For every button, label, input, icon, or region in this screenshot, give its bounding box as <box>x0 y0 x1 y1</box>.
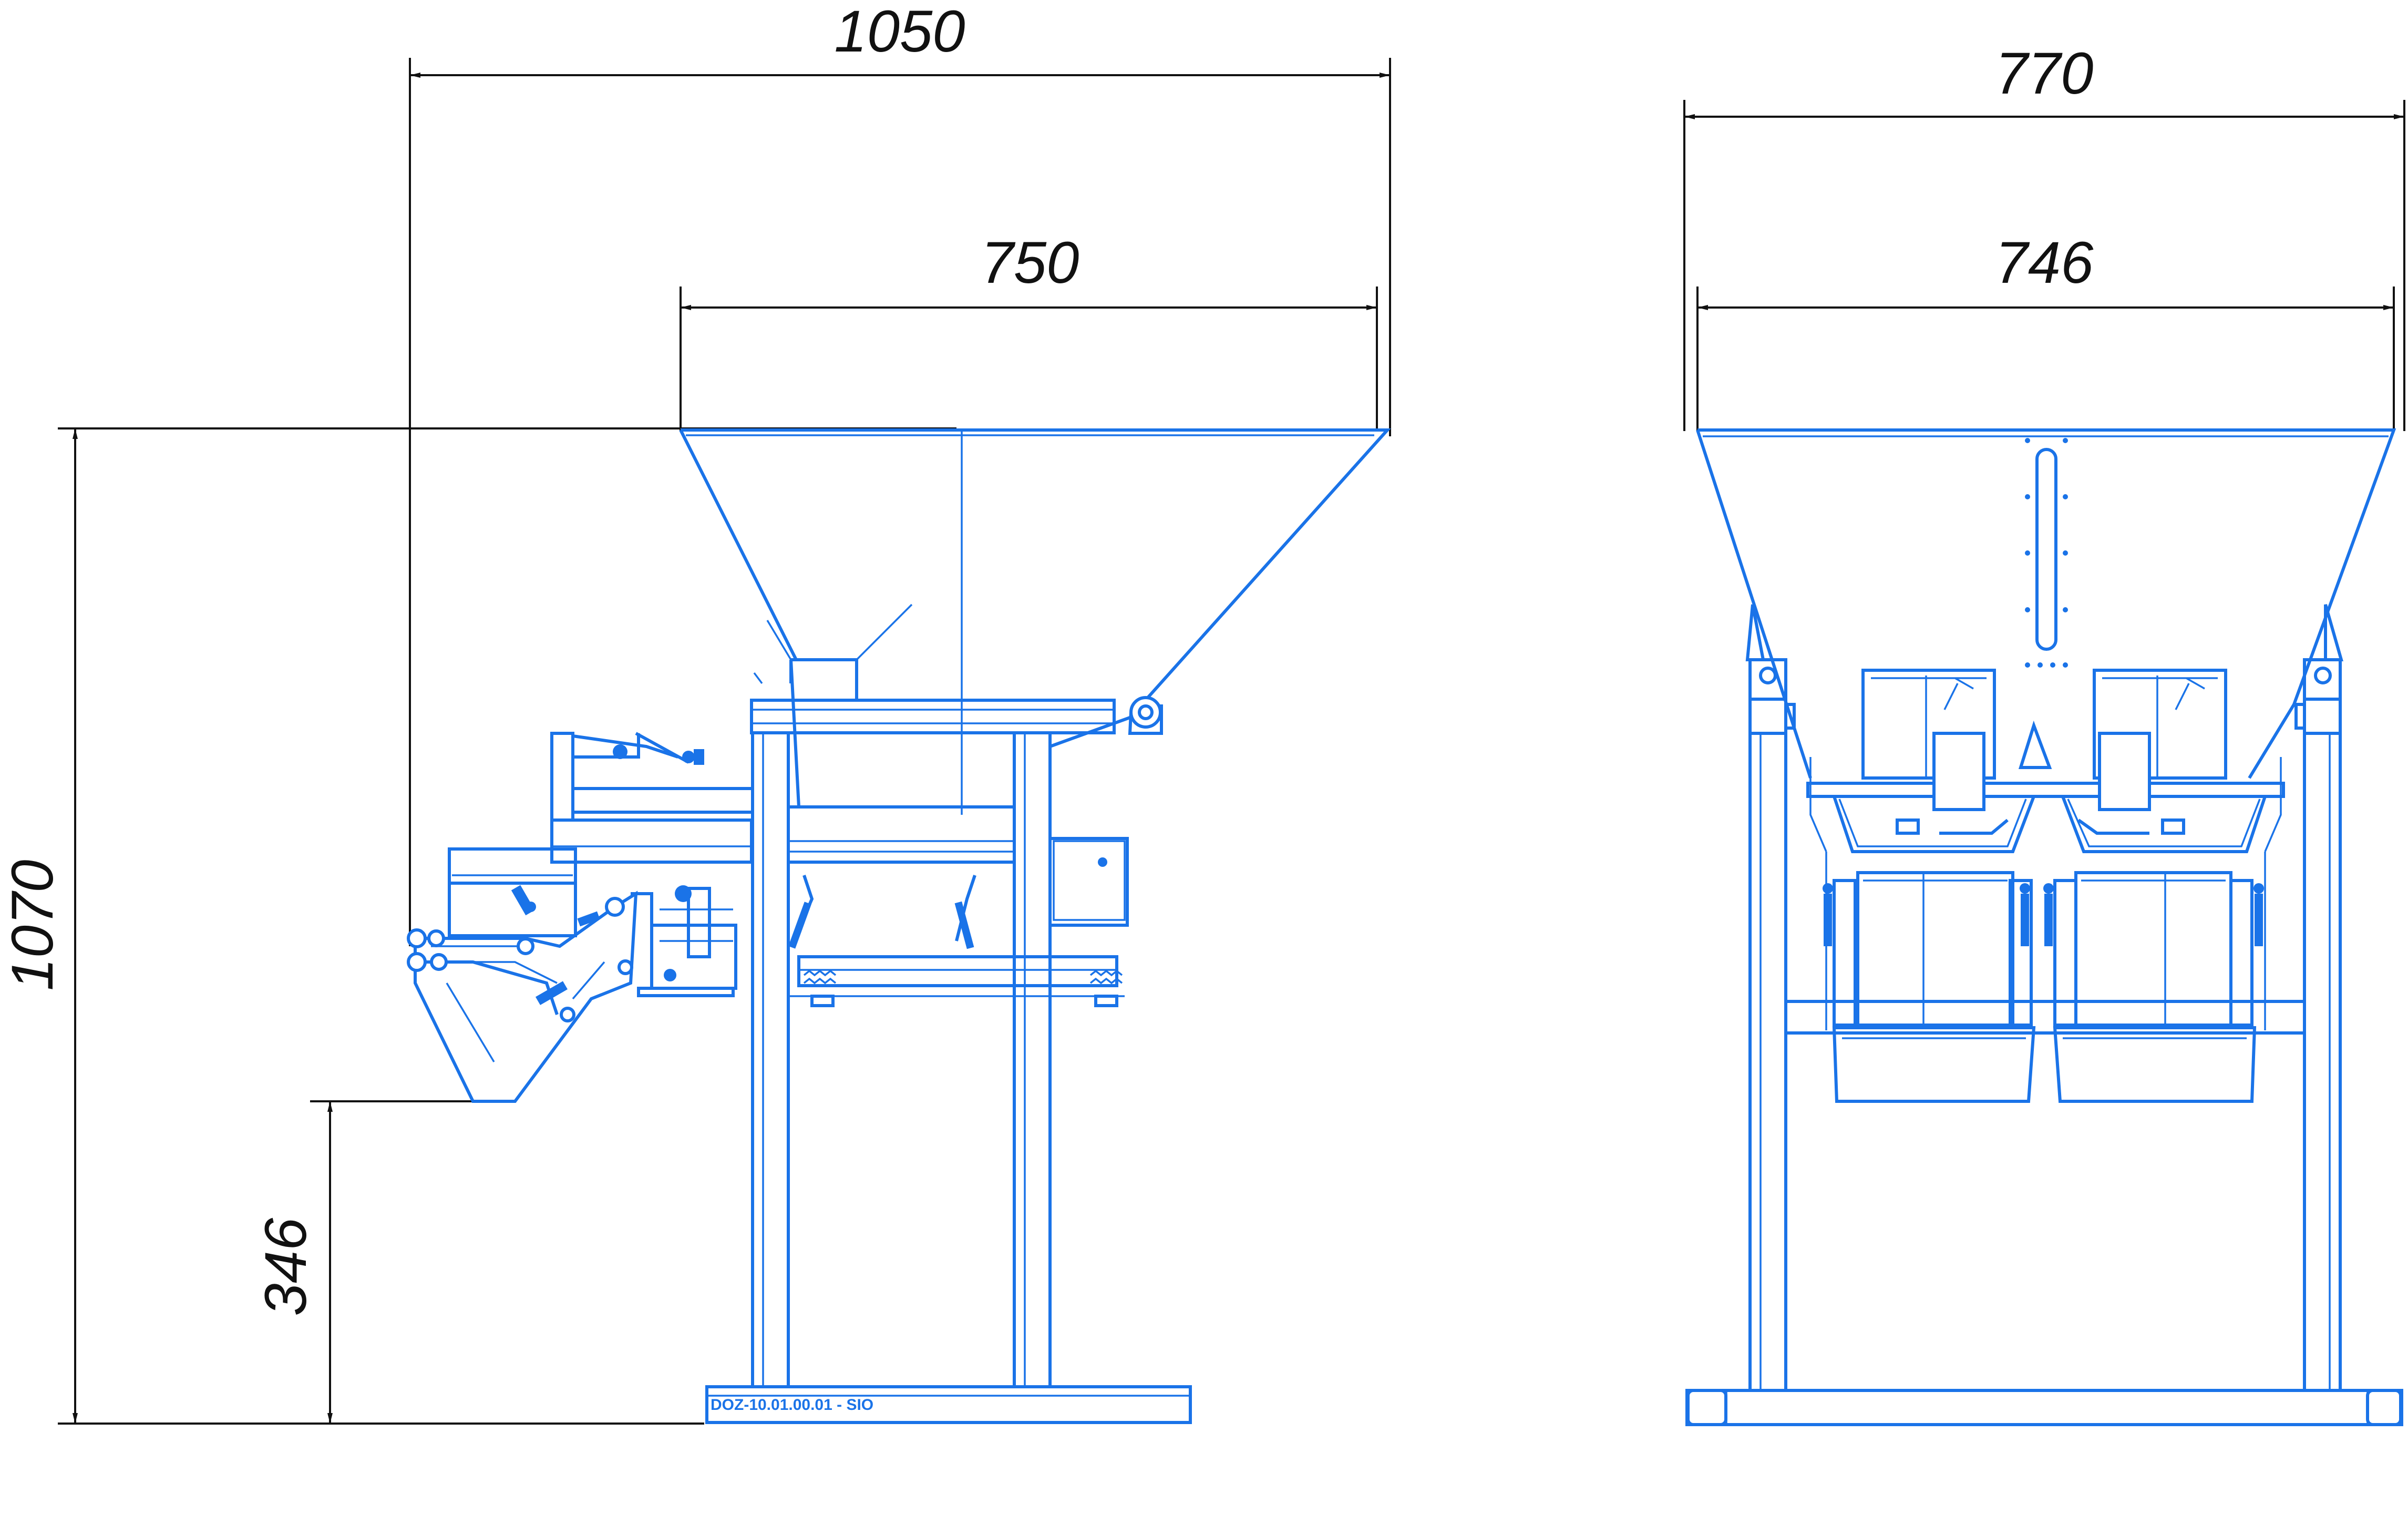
hopper-side <box>679 428 1391 815</box>
dim-label-overall-width: 1050 <box>834 0 965 64</box>
vibro-tray <box>788 805 1129 1007</box>
dim-label-chute-height: 346 <box>253 1217 318 1316</box>
top-rail <box>750 699 1116 734</box>
dispenser-right <box>2043 669 2282 1103</box>
frame-legs <box>751 716 1131 1388</box>
dosing-mechanism <box>407 732 753 1103</box>
hopper-bolts <box>2025 438 2068 668</box>
base-plate: DOZ-10.01.00.01 - SIO <box>705 1385 1192 1424</box>
hopper-front <box>1696 428 2396 779</box>
side-view-machine: DOZ-10.01.00.01 - SIO <box>407 428 1391 1424</box>
dim-label-overall-height: 1070 <box>0 859 65 990</box>
front-view-dimensions: 770 746 <box>1683 40 2405 431</box>
dim-label-front-overall-width: 770 <box>1995 40 2094 106</box>
front-frame <box>1685 658 2403 1426</box>
base-plate-label: DOZ-10.01.00.01 - SIO <box>711 1396 873 1414</box>
front-view-machine <box>1685 428 2403 1426</box>
dim-label-hopper-width: 750 <box>981 230 1079 295</box>
dispenser-left <box>1809 669 2036 1103</box>
side-view-dimensions: 1050 750 1070 346 <box>0 0 1391 1425</box>
dim-label-front-hopper-width: 746 <box>1995 230 2094 295</box>
distribution-plate <box>1806 782 2285 853</box>
